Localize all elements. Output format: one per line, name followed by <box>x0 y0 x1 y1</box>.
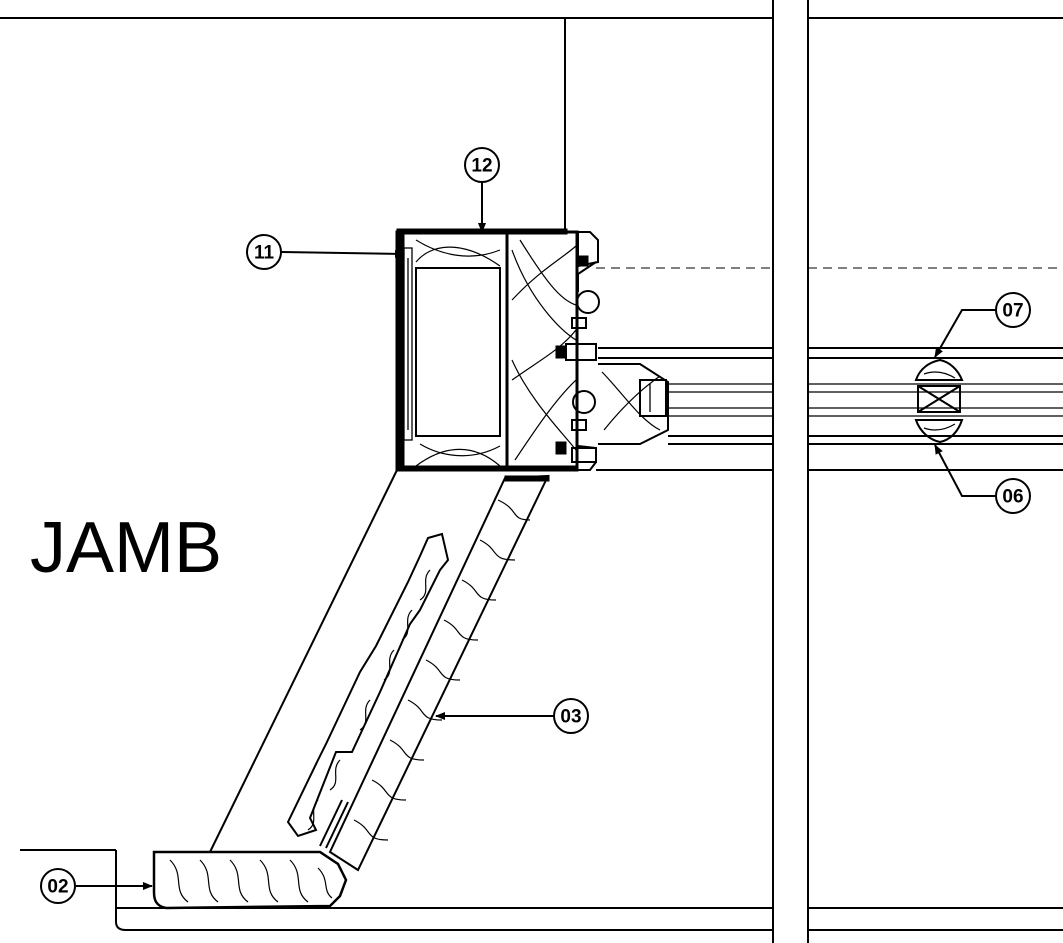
wall-outline <box>0 17 1063 230</box>
sill-board <box>20 849 1063 931</box>
svg-text:02: 02 <box>47 877 68 898</box>
break-lines <box>772 0 809 943</box>
svg-text:07: 07 <box>1002 301 1023 322</box>
angled-jamb-extension <box>209 469 550 872</box>
callout-11: 11 <box>246 234 282 270</box>
svg-text:06: 06 <box>1002 487 1023 508</box>
weatherstrips <box>555 255 600 463</box>
callout-07: 07 <box>995 292 1031 328</box>
jamb-frame <box>395 228 599 472</box>
callout-03: 03 <box>553 698 589 734</box>
leader-lines <box>76 182 996 890</box>
drawing-title: JAMB <box>30 508 222 588</box>
svg-text:12: 12 <box>471 156 492 177</box>
glazing-beads <box>914 358 964 444</box>
sash-glazing <box>598 347 1063 445</box>
frame-wood-grain <box>415 239 577 467</box>
callout-12: 12 <box>464 147 500 183</box>
svg-text:11: 11 <box>254 243 275 264</box>
svg-text:03: 03 <box>560 707 581 728</box>
casing-trim <box>286 532 450 849</box>
callout-02: 02 <box>40 868 76 904</box>
callout-06: 06 <box>995 478 1031 514</box>
